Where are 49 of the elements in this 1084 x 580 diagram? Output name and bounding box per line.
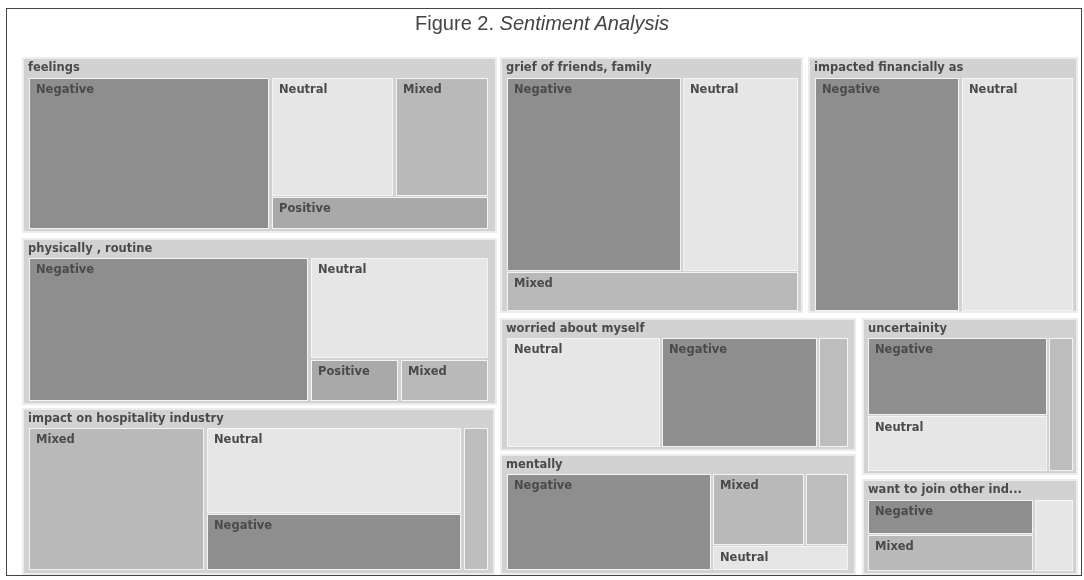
treemap-group	[500, 57, 803, 313]
group-heading: uncertainity	[868, 321, 947, 335]
treemap-tile: Positive	[272, 197, 488, 229]
treemap-tile: Negative	[868, 500, 1033, 534]
treemap-tile: Negative	[507, 474, 711, 570]
treemap-tile: Negative	[29, 78, 269, 229]
figure-title: Figure 2. Sentiment Analysis	[415, 12, 669, 35]
treemap-tile: Mixed	[29, 428, 204, 570]
group-heading: worried about myself	[506, 321, 645, 335]
treemap-tile	[806, 474, 848, 545]
treemap-tile: Negative	[815, 78, 959, 311]
treemap-tile: Neutral	[683, 78, 798, 271]
group-heading: want to join other ind...	[868, 482, 1022, 496]
group-heading: physically , routine	[28, 241, 153, 255]
treemap-tile: Mixed	[507, 272, 798, 311]
treemap-tile: Neutral	[962, 78, 1073, 311]
group-heading: grief of friends, family	[506, 60, 652, 74]
treemap-tile: Negative	[507, 78, 681, 271]
treemap-tile	[464, 428, 488, 570]
treemap-tile: Neutral	[868, 416, 1047, 471]
treemap-tile: Neutral	[713, 546, 848, 570]
treemap-tile	[1049, 338, 1073, 471]
treemap-tile: Mixed	[396, 78, 488, 196]
treemap-tile	[819, 338, 848, 447]
group-heading: mentally	[506, 457, 563, 471]
treemap-tile: Mixed	[713, 474, 804, 545]
treemap-tile	[1035, 500, 1073, 571]
treemap-tile: Neutral	[272, 78, 393, 196]
group-heading: impact on hospitality industry	[28, 411, 224, 425]
treemap-tile: Negative	[207, 514, 461, 570]
treemap-group	[22, 238, 497, 405]
treemap-tile: Negative	[662, 338, 817, 447]
treemap-tile: Mixed	[868, 535, 1033, 571]
treemap-group	[862, 479, 1078, 575]
treemap-group	[500, 318, 856, 451]
treemap-group	[22, 408, 495, 575]
treemap-tile: Neutral	[311, 258, 488, 358]
treemap-group	[808, 57, 1078, 313]
treemap-tile: Negative	[29, 258, 308, 401]
treemap-group	[862, 318, 1078, 475]
treemap-group	[500, 454, 856, 575]
group-heading: feelings	[28, 60, 80, 74]
treemap-group	[22, 57, 497, 233]
treemap-tile: Mixed	[401, 360, 488, 401]
treemap-tile: Neutral	[207, 428, 461, 513]
group-heading: impacted financially as	[814, 60, 964, 74]
treemap-tile: Negative	[868, 338, 1047, 415]
treemap-tile: Neutral	[507, 338, 660, 447]
treemap-tile: Positive	[311, 360, 398, 401]
